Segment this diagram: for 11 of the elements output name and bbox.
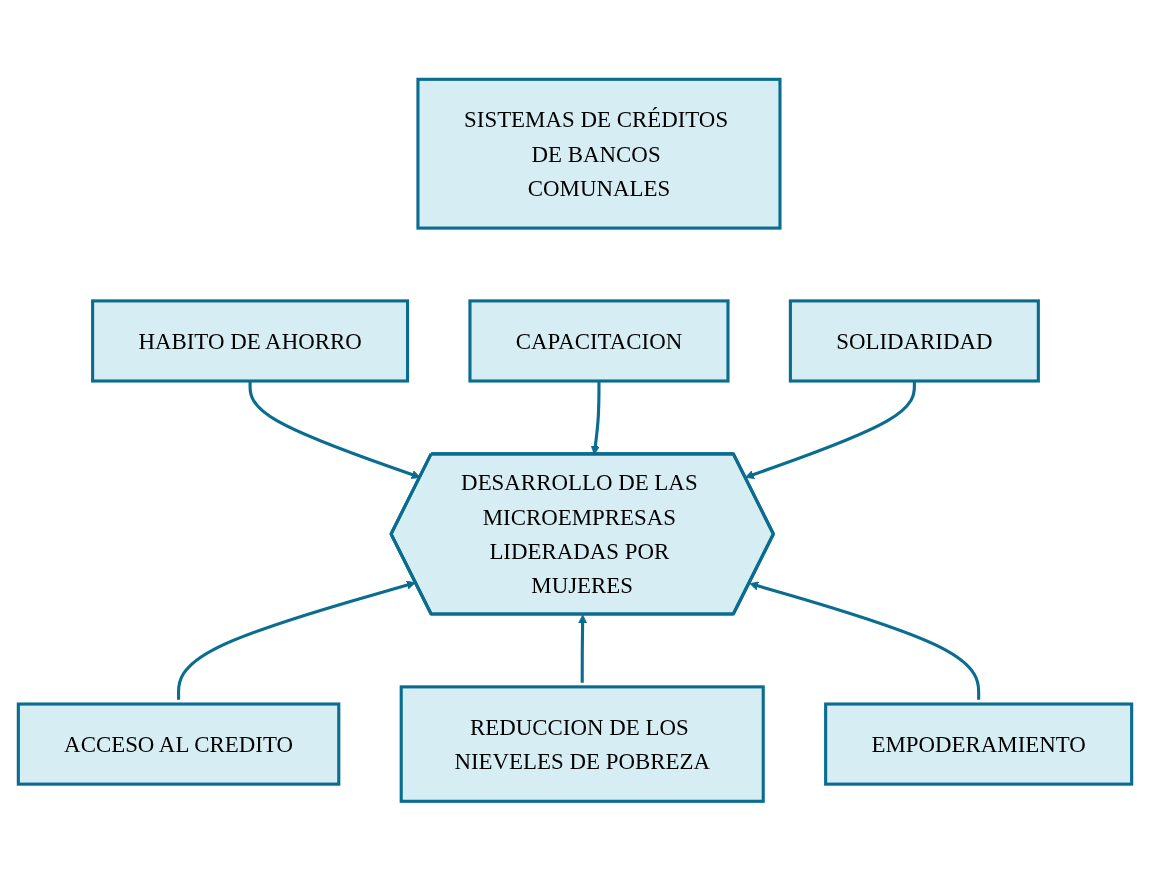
arrow xyxy=(590,381,601,455)
node-box: CAPACITACION xyxy=(468,299,730,383)
node-box: ACCESO AL CREDITO xyxy=(16,702,341,786)
node-box: SOLIDARIDAD xyxy=(788,299,1040,383)
arrow xyxy=(177,580,416,701)
arrow xyxy=(749,581,981,701)
node-box: REDUCCION DE LOS NIEVELES DE POBREZA xyxy=(399,685,765,804)
node-box: SISTEMAS DE CRÉDITOS DE BANCOS COMUNALES xyxy=(416,77,782,230)
node-box: EMPODERAMIENTO xyxy=(824,702,1134,786)
arrow xyxy=(578,614,588,683)
node-box: HABITO DE AHORRO xyxy=(91,299,410,383)
